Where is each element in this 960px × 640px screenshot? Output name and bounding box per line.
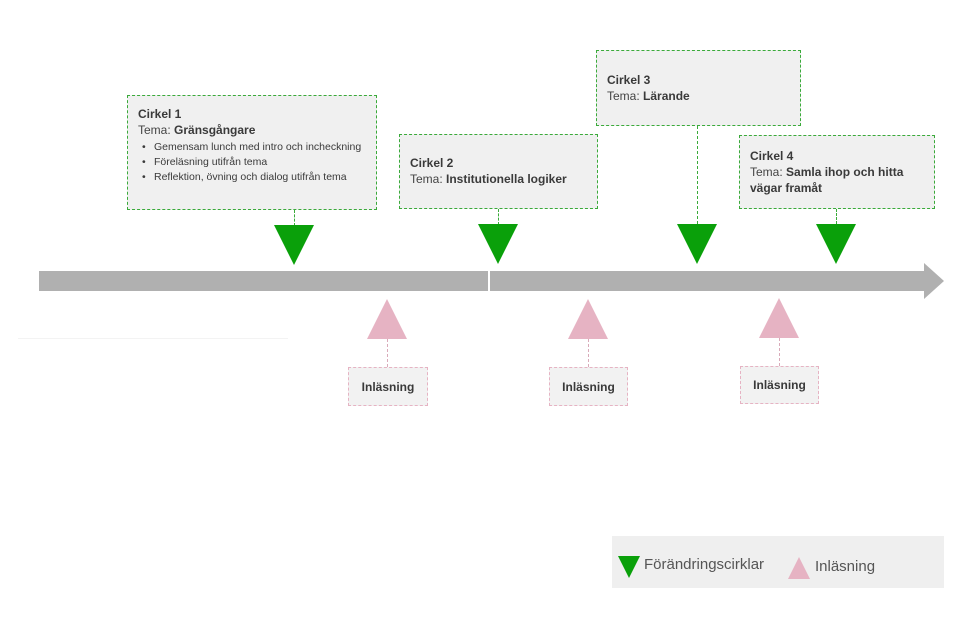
circle-4-marker <box>816 224 856 264</box>
circle-4-box: Cirkel 4 Tema: Samla ihop och hitta väga… <box>739 135 935 209</box>
circle-3-theme-value: Lärande <box>643 89 690 103</box>
circle-4-theme-prefix: Tema: <box>750 165 787 179</box>
timeline-arrow-head <box>924 263 944 299</box>
circle-1-box: Cirkel 1 Tema: Gränsgångare Gemensam lun… <box>127 95 377 210</box>
circle-2-marker <box>478 224 518 264</box>
circle-3-theme-prefix: Tema: <box>607 89 644 103</box>
circle-3-title: Cirkel 3 <box>607 73 651 87</box>
faint-divider <box>18 338 288 339</box>
circle-1-bullet: Föreläsning utifrån tema <box>142 155 366 170</box>
circle-1-connector <box>294 210 295 226</box>
reading-2-box: Inläsning <box>549 367 628 406</box>
reading-2-connector <box>588 339 589 367</box>
legend-reading-marker-icon <box>788 557 810 579</box>
circle-1-bullet: Gemensam lunch med intro och incheckning <box>142 140 366 155</box>
circle-1-theme-value: Gränsgångare <box>174 123 256 137</box>
legend: Förändringscirklar Inläsning <box>612 536 944 588</box>
reading-1-box: Inläsning <box>348 367 428 406</box>
reading-3-marker <box>759 298 799 338</box>
circle-2-theme: Tema: Institutionella logiker <box>410 171 587 187</box>
circle-3-connector <box>697 126 698 224</box>
reading-1-marker <box>367 299 407 339</box>
legend-reading-label: Inläsning <box>815 558 876 575</box>
circle-3-marker <box>677 224 717 264</box>
circle-4-title: Cirkel 4 <box>750 149 794 163</box>
timeline-arrow-shaft <box>39 271 925 291</box>
circle-1-theme: Tema: Gränsgångare <box>138 122 366 138</box>
circle-4-connector <box>836 209 837 224</box>
circle-1-title: Cirkel 1 <box>138 107 182 121</box>
reading-1-label: Inläsning <box>361 379 415 394</box>
circle-2-box: Cirkel 2 Tema: Institutionella logiker <box>399 134 598 209</box>
circle-1-theme-prefix: Tema: <box>138 123 175 137</box>
circle-2-theme-value: Institutionella logiker <box>446 172 567 186</box>
reading-1-connector <box>387 339 388 367</box>
circle-2-theme-prefix: Tema: <box>410 172 447 186</box>
reading-2-marker <box>568 299 608 339</box>
reading-3-connector <box>779 338 780 366</box>
circle-4-theme-value: Samla ihop och hitta vägar framåt <box>750 165 904 195</box>
circle-1-bullets: Gemensam lunch med intro och incheckning… <box>138 140 366 185</box>
reading-2-label: Inläsning <box>562 379 615 394</box>
circle-2-connector <box>498 209 499 225</box>
legend-circle-marker-icon <box>618 556 640 578</box>
legend-circles-label: Förändringscirklar <box>644 556 765 573</box>
circle-4-theme: Tema: Samla ihop och hitta vägar framåt <box>750 164 924 196</box>
circle-1-bullet: Reflektion, övning och dialog utifrån te… <box>142 170 366 185</box>
circle-2-title: Cirkel 2 <box>410 156 454 170</box>
reading-3-box: Inläsning <box>740 366 819 404</box>
circle-3-box: Cirkel 3 Tema: Lärande <box>596 50 801 126</box>
circle-1-marker <box>274 225 314 265</box>
timeline-divider <box>488 271 490 291</box>
circle-3-theme: Tema: Lärande <box>607 88 790 104</box>
reading-3-label: Inläsning <box>753 378 806 392</box>
